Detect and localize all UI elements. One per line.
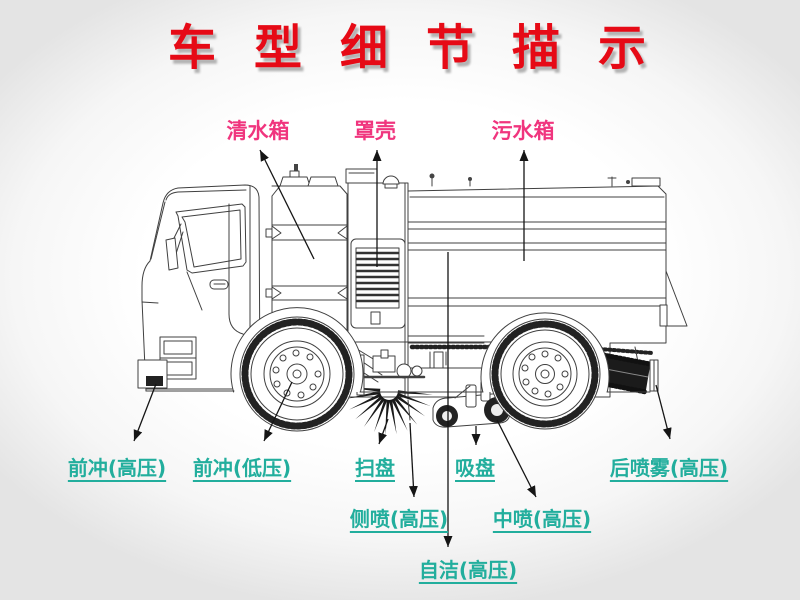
label-front-flush-low: 前冲(低压): [192, 456, 292, 480]
mirror: [165, 237, 179, 271]
arrow-clean-water-tank: [259, 149, 315, 260]
side-spray-pipe: [407, 399, 411, 421]
page-title: 车型细节描示: [168, 20, 685, 76]
label-self-clean-high: 自洁(高压): [418, 558, 518, 582]
dome-cap: [382, 175, 400, 185]
rear-chute: [665, 270, 688, 327]
rear-wheel-arch: [480, 312, 610, 393]
dirty-water-tank-body: [271, 173, 688, 398]
truck-cab: [137, 184, 261, 392]
front-wheel-arch: [230, 307, 364, 393]
tank-hatch: [307, 176, 339, 187]
label-front-flush-high: 前冲(高压): [67, 456, 167, 480]
label-rear-mist-high: 后喷雾(高压): [609, 456, 729, 480]
label-cover-shell: 罩壳: [354, 119, 396, 143]
arrow-front-flush-low: [263, 381, 293, 442]
arrow-rear-mist-high: [655, 384, 672, 440]
label-sweep-disc: 扫盘: [355, 456, 395, 480]
front-wheel: [239, 316, 355, 432]
tank-hatch: [279, 176, 311, 187]
door-seam: [228, 203, 250, 390]
label-clean-water-tank: 清水箱: [226, 119, 290, 143]
label-side-spray-high: 侧喷(高压): [349, 507, 449, 531]
arrow-mid-spray-high: [496, 419, 537, 498]
label-dirty-water-tank: 污水箱: [491, 119, 555, 143]
label-suction-plate: 吸盘: [455, 456, 495, 480]
arrow-sweep-disc: [378, 418, 389, 445]
front-flush-high-nozzle: [146, 376, 163, 386]
sweep-disc-brush: [345, 387, 433, 435]
label-mid-spray-high: 中喷(高压): [492, 507, 592, 531]
rear-wheel: [489, 318, 601, 430]
arrow-front-flush-high: [133, 383, 157, 442]
arrow-side-spray-high: [408, 422, 418, 498]
cover-shell-body: [345, 168, 409, 398]
